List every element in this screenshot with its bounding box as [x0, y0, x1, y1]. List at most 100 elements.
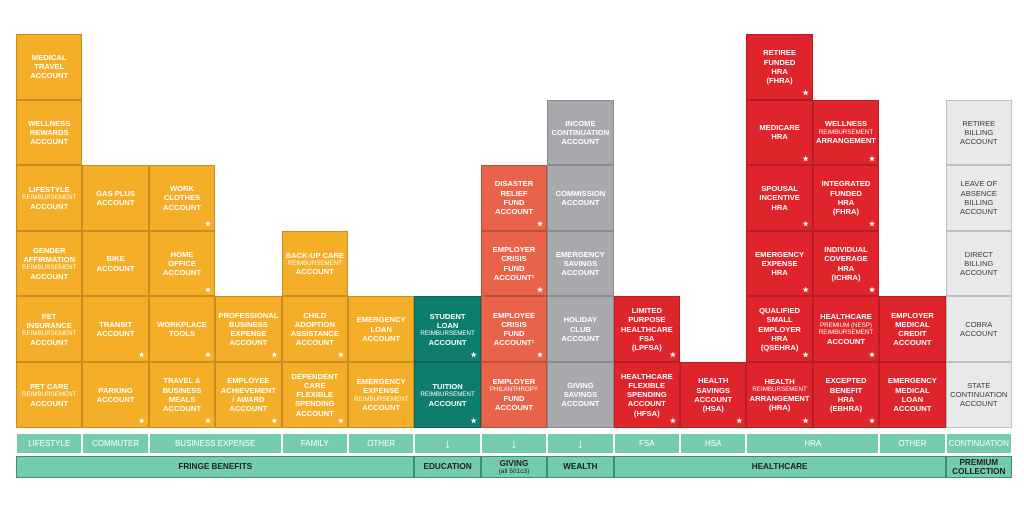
category-label: PREMIUM — [959, 457, 999, 467]
tile-label-line: AFFIRMATION — [23, 255, 76, 265]
tile-label-line: FUND — [503, 197, 525, 207]
tile-label-line: FUND — [503, 263, 525, 273]
tile-sub-label: REIMBURSEMENT — [354, 395, 409, 403]
tile-label-line: CHILD — [303, 310, 327, 320]
category-label: EDUCATION — [423, 462, 472, 472]
tile-label-line: HEALTHCARE — [820, 312, 872, 322]
tile-label-line: MEALS — [168, 394, 196, 404]
tile-label-line: INCENTIVE — [759, 193, 800, 203]
tile-label-line: BIKE — [106, 254, 125, 264]
tile-label-line: ACCOUNT — [960, 268, 998, 278]
tile-label-line: EXCEPTED — [825, 376, 867, 386]
star-icon: ★ — [138, 418, 145, 426]
tile-label-line: / AWARD — [232, 394, 265, 404]
tile-label-line: RETIREE — [962, 118, 996, 128]
tile-sub-label: PHILANTHROPY — [489, 386, 539, 394]
tile-label-line: STATE — [967, 380, 991, 390]
star-icon: ★ — [204, 352, 212, 360]
tile-label-line: ARRANGEMENT — [816, 136, 876, 146]
tile-label-line: SMALL — [766, 315, 793, 325]
star-icon: ★ — [868, 286, 876, 294]
tile-label-line: RETIREE — [763, 48, 797, 58]
tile-sub-label: REIMBURSEMENT — [752, 386, 807, 394]
tile-label-line: EMPLOYEE — [227, 376, 270, 386]
tile-label-line: QUALIFIED — [759, 306, 801, 316]
tile-label-line: (HRA) — [768, 403, 791, 413]
tile-label-line: TRANSIT — [99, 319, 133, 329]
tile-label-line: BUSINESS — [228, 319, 268, 329]
tile-label-line: EMPLOYER — [492, 245, 536, 255]
star-icon: ★ — [138, 352, 145, 360]
tile-label-line: FLEXIBLE — [628, 380, 666, 390]
tile-label-line: HOME — [170, 249, 194, 259]
tile-label-line: EMERGENCY — [755, 249, 805, 259]
tile-sub-label: REIMBURSEMENT — [420, 330, 475, 338]
tile-label-line: STUDENT — [429, 311, 466, 321]
tile-label-line: FUNDED — [763, 57, 796, 67]
tile-label-line: EMERGENCY — [356, 377, 406, 387]
tile-label-line: ACCOUNT — [30, 201, 69, 211]
tile-label-line: FUNDED — [830, 188, 862, 198]
tile-label-line: EMPLOYER — [492, 377, 536, 387]
category-label: WEALTH — [563, 462, 598, 472]
tile-label-line: PROFESSIONAL — [218, 310, 279, 320]
tile-label-line: GIVING — [567, 380, 594, 390]
tile-label-line: ACCOUNT — [295, 267, 334, 277]
tile-sub-label: REIMBURSEMENT — [22, 194, 77, 202]
tile-sub-label: PREMIUM (NESP) — [820, 321, 872, 329]
tile-label-line: INCOME — [565, 118, 596, 128]
tile-label-line: ACCOUNT — [362, 333, 401, 343]
tile-label-line: (HFSA) — [633, 408, 660, 418]
category-label: HEALTHCARE — [751, 462, 808, 472]
tile-label-line: ACCOUNT — [295, 338, 334, 348]
tile-label-line: ACCOUNT — [229, 338, 268, 348]
tile-label-line: (QSEHRA) — [760, 343, 799, 353]
star-icon: ★ — [204, 418, 212, 426]
tile-label-line: CONTINUATION — [950, 390, 1008, 400]
tile-label-line: TUITION — [432, 381, 463, 391]
tile-label-line: TRAVEL & — [163, 376, 201, 386]
star-icon: ★ — [669, 418, 676, 426]
subcategory-label: OTHER — [348, 433, 415, 454]
tile-label-line: BACK-UP CARE — [285, 250, 345, 260]
tile-label-line: ACCOUNT — [96, 197, 135, 207]
tile-label-line: BENEFIT — [829, 385, 863, 395]
tile-label-line: ACCOUNT — [163, 268, 201, 278]
tile-label-line: ACCOUNT — [960, 207, 998, 217]
tile-label-line: EMERGENCY — [887, 376, 937, 386]
tile-label-line: WORKPLACE — [157, 319, 207, 329]
tile-label-line: HEALTHCARE — [620, 371, 673, 381]
star-icon: ★ — [470, 418, 477, 426]
tile-label-line: ACCOUNT — [96, 263, 135, 273]
tile-label-line: CRISIS — [501, 319, 527, 329]
tile-label-line: ACCOUNT — [229, 404, 268, 414]
tile-label-line: ACCOUNT¹ — [493, 338, 535, 348]
tile-label-line: GAS PLUS — [96, 188, 135, 198]
tile-label-line: WORK — [169, 184, 195, 194]
tile-label-line: COMMISSION — [555, 188, 606, 198]
star-icon: ★ — [802, 352, 809, 360]
star-icon: ★ — [337, 418, 344, 426]
tile-label-line: ACCOUNT — [96, 394, 135, 404]
star-icon: ★ — [204, 286, 212, 294]
star-icon: ★ — [802, 418, 809, 426]
